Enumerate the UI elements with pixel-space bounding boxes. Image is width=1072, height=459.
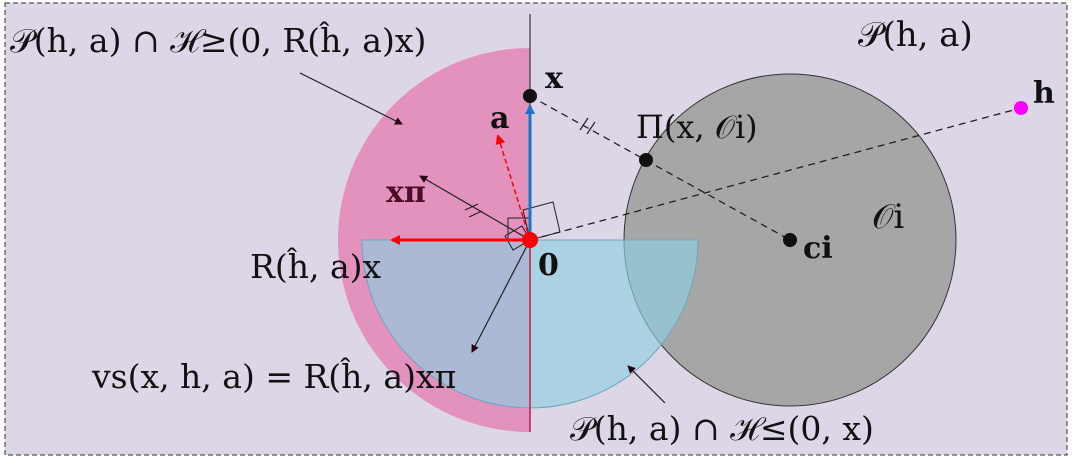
vector-a bbox=[495, 134, 531, 241]
point-h-dot bbox=[1014, 101, 1028, 115]
point-projection-dot bbox=[639, 153, 653, 167]
label-point-h: h bbox=[1033, 76, 1055, 111]
pointer-pink-region bbox=[299, 72, 403, 125]
point-x-dot bbox=[523, 89, 537, 103]
point-origin-dot bbox=[522, 232, 538, 248]
pointer-blue-region bbox=[627, 365, 666, 404]
right-angle-marker-3 bbox=[504, 225, 531, 251]
label-blue-region: 𝒫(h, a) ∩ ℋ≤(0, x) bbox=[570, 409, 874, 448]
label-rotated-x: R(ĥ, a)x bbox=[250, 246, 382, 286]
label-vs-formula: vs(x, h, a) = R(ĥ, a)xπ bbox=[91, 356, 456, 396]
label-x-pi: xπ bbox=[386, 175, 426, 210]
label-pink-region: 𝒫(h, a) ∩ ℋ≥(0, R(ĥ, a)x) bbox=[10, 20, 426, 60]
label-ci: ci bbox=[803, 231, 833, 266]
label-region-title: 𝒫(h, a) bbox=[858, 15, 973, 55]
point-ci-dot bbox=[783, 233, 797, 247]
tick-mark bbox=[586, 121, 596, 135]
tick-mark bbox=[579, 117, 589, 131]
label-obstacle: 𝒪i bbox=[872, 197, 904, 237]
label-point-x: x bbox=[545, 61, 564, 96]
label-projection: Π(x, 𝒪i) bbox=[636, 108, 758, 146]
label-origin: 0 bbox=[538, 248, 559, 283]
dashed-line-origin-h bbox=[529, 107, 1022, 241]
vector-vs bbox=[471, 239, 531, 353]
right-angle-marker-2 bbox=[522, 201, 561, 241]
vector-x-pi bbox=[419, 175, 531, 241]
tick-mark bbox=[464, 203, 479, 211]
dashed-line-x-ci bbox=[529, 95, 791, 241]
label-point-a: a bbox=[490, 101, 509, 136]
tick-mark bbox=[468, 210, 483, 218]
